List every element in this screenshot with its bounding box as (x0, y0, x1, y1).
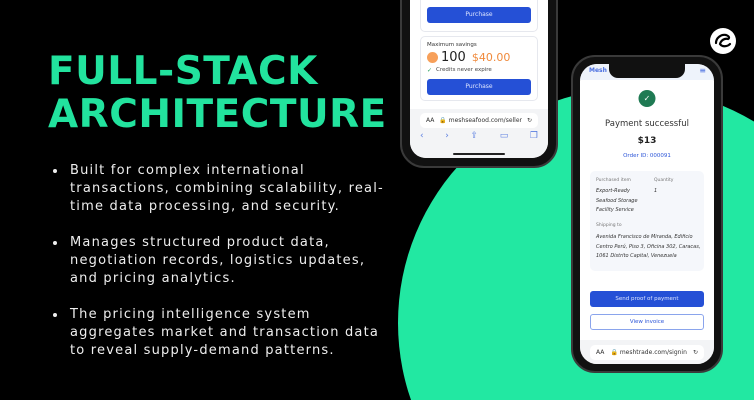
view-invoice-button[interactable]: View invoice (590, 314, 704, 330)
quantity-value: 1 (654, 188, 658, 194)
forward-icon[interactable]: › (445, 131, 449, 141)
url-text: 🔒 meshtrade.com/signin (610, 349, 687, 356)
bullet-item: The pricing intelligence system aggregat… (50, 306, 390, 360)
send-proof-button[interactable]: Send proof of payment (590, 291, 704, 307)
feature-bullet-list: Built for complex international transact… (50, 162, 390, 378)
order-details-card: Purchased item Quantity Export-Ready Sea… (590, 171, 704, 271)
phone-payment-success: Mesh ≡ ✓ Payment successful $13 Order ID… (571, 55, 723, 373)
address-bar[interactable]: AA 🔒 meshtrade.com/signin ↻ (590, 345, 704, 360)
shipping-address: Avenida Francisco de Miranda, Edificio C… (596, 234, 701, 259)
phone-seller-pricing: Purchase Maximum savings 100 $40.00 ✓ Cr… (400, 0, 558, 168)
plan-card-max-savings: Maximum savings 100 $40.00 ✓ Credits nev… (420, 36, 538, 101)
tabs-icon[interactable]: ❐ (529, 131, 538, 141)
brand-logo[interactable]: Mesh (589, 67, 607, 74)
payment-status-title: Payment successful (605, 119, 689, 129)
credits-amount: 100 (441, 50, 466, 65)
back-icon[interactable]: ‹ (420, 131, 424, 141)
plan-price: $40.00 (471, 51, 511, 64)
purchased-item-label: Purchased item (596, 178, 631, 183)
shipping-label: Shipping to (596, 223, 622, 228)
success-check-icon: ✓ (638, 90, 656, 107)
plan-feature: ✓ Credits never expire (427, 67, 492, 74)
check-icon: ✓ (427, 67, 433, 74)
browser-nav: ‹ › ⇪ ▭ ❐ (420, 131, 538, 141)
coin-icon (427, 52, 438, 63)
home-indicator (453, 153, 505, 155)
bullet-item: Manages structured product data, negotia… (50, 234, 390, 288)
order-id: Order ID: 000091 (623, 153, 671, 159)
text-size-button[interactable]: AA (426, 117, 435, 124)
url-text: 🔒 meshseafood.com/seller (439, 117, 523, 124)
purchased-item-value: Export-Ready Seafood Storage Facility Se… (596, 188, 638, 213)
browser-toolbar: AA 🔒 meshtrade.com/signin ↻ (580, 340, 714, 364)
plan-label: Maximum savings (427, 42, 477, 48)
feature-text: Credits never expire (436, 67, 492, 73)
plan-card-top: Purchase (420, 0, 538, 32)
headline: FULL-STACK ARCHITECTURE (48, 50, 387, 136)
reload-icon[interactable]: ↻ (526, 117, 532, 124)
phone-screen: Purchase Maximum savings 100 $40.00 ✓ Cr… (410, 0, 548, 158)
quantity-label: Quantity (654, 178, 674, 183)
payment-amount: $13 (637, 136, 657, 146)
address-bar[interactable]: AA 🔒 meshseafood.com/seller ↻ (420, 113, 538, 128)
headline-line-2: ARCHITECTURE (48, 92, 387, 137)
purchase-button-top[interactable]: Purchase (427, 7, 531, 23)
text-size-button[interactable]: AA (596, 349, 605, 356)
purchase-button[interactable]: Purchase (427, 79, 531, 95)
phone-notch (609, 64, 685, 78)
bullet-item: Built for complex international transact… (50, 162, 390, 216)
shrimp-logo-icon (710, 28, 736, 54)
reload-icon[interactable]: ↻ (692, 349, 698, 356)
bookmarks-icon[interactable]: ▭ (499, 131, 509, 141)
share-icon[interactable]: ⇪ (470, 131, 479, 141)
phone-screen: Mesh ≡ ✓ Payment successful $13 Order ID… (580, 64, 714, 364)
browser-toolbar: AA 🔒 meshseafood.com/seller ↻ ‹ › ⇪ ▭ ❐ (410, 109, 548, 158)
price-row: 100 $40.00 (427, 50, 510, 65)
headline-line-1: FULL-STACK (48, 49, 318, 94)
hamburger-menu-icon[interactable]: ≡ (699, 66, 706, 75)
